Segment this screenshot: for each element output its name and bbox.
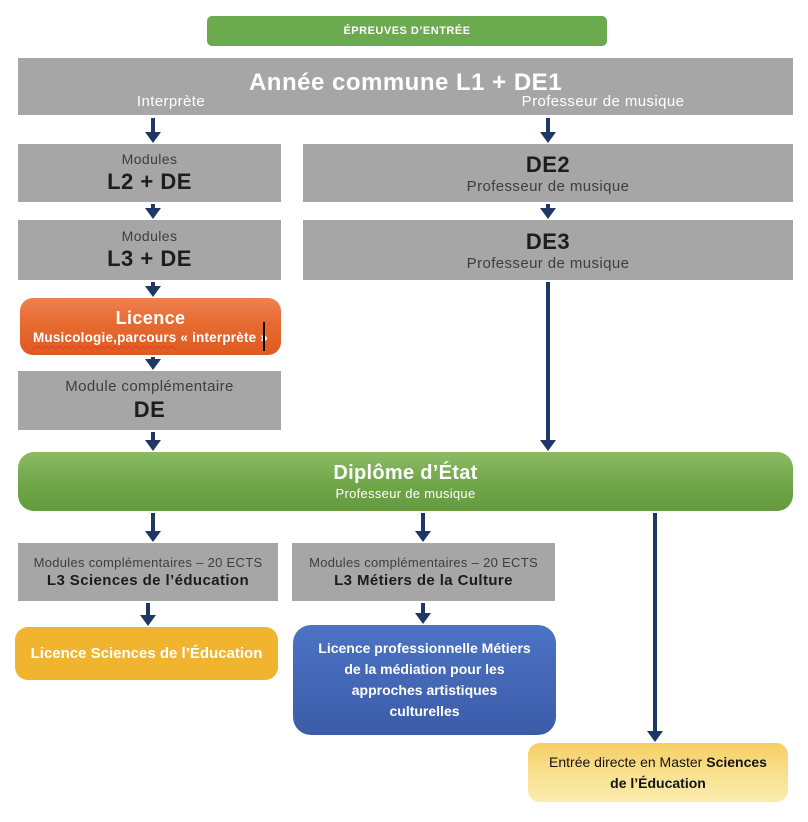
- arrow-ects-right-to-licence-pro: [415, 603, 431, 624]
- arrow-ects-left-to-licence-sciences: [140, 603, 156, 626]
- de2-title: DE2: [525, 151, 571, 177]
- diplome-title: Diplôme d’État: [333, 462, 478, 484]
- modules-l2-de-box: Modules L2 + DE: [18, 144, 281, 202]
- professeur-musique-label: Professeur de musique: [521, 93, 685, 110]
- licence-subtitle-misspelled: Musicologie,parcours: [32, 330, 177, 345]
- diplome-etat-bar: Diplôme d’État Professeur de musique: [18, 452, 793, 511]
- text-cursor: [263, 322, 265, 351]
- master-sciences-education-box: Entrée directe en Master Sciences de l’É…: [528, 743, 788, 802]
- modules-l3-de-box: Modules L3 + DE: [18, 220, 281, 280]
- licence-sciences-text: Licence Sciences de l’Éducation: [31, 645, 263, 662]
- epreuves-entree-banner: ÉPREUVES D’ENTRÉE: [207, 16, 607, 46]
- de3-box: DE3 Professeur de musique: [303, 220, 793, 280]
- arrow-de3-to-diplome: [540, 282, 556, 451]
- arrow-banner-to-de2: [540, 118, 556, 143]
- de2-box: DE2 Professeur de musique: [303, 144, 793, 202]
- licence-title: Licence: [115, 308, 186, 328]
- de2-subtitle: Professeur de musique: [466, 177, 630, 195]
- arrow-de2-to-de3: [540, 204, 556, 219]
- licence-sciences-education-box: Licence Sciences de l’Éducation: [15, 627, 278, 680]
- ects-right-line2: L3 Métiers de la Culture: [334, 572, 513, 589]
- de3-title: DE3: [525, 228, 571, 254]
- licence-subtitle-rest: « interprète »: [176, 330, 269, 345]
- module-comp-line2: DE: [133, 397, 166, 422]
- annee-commune-banner: Année commune L1 + DE1 Interprète Profes…: [18, 58, 793, 115]
- ects-metiers-culture-box: Modules complémentaires – 20 ECTS L3 Mét…: [292, 543, 555, 601]
- master-emphasis: Sciences de l’Éducation: [610, 753, 767, 791]
- arrow-module-comp-to-diplome: [145, 432, 161, 451]
- diplome-subtitle: Professeur de musique: [335, 486, 476, 501]
- arrow-diplome-to-master: [647, 513, 663, 742]
- ects-left-line2: L3 Sciences de l’éducation: [46, 572, 250, 589]
- arrow-diplome-to-ects-left: [145, 513, 161, 542]
- module-complementaire-box: Module complémentaire DE: [18, 371, 281, 430]
- licence-subtitle: Musicologie,parcours « interprète »: [33, 330, 268, 345]
- module-comp-line1: Module complémentaire: [65, 378, 234, 395]
- annee-commune-title: Année commune L1 + DE1: [248, 68, 563, 96]
- modules-l3-line2: L3 + DE: [107, 246, 192, 271]
- ects-sciences-education-box: Modules complémentaires – 20 ECTS L3 Sci…: [18, 543, 278, 601]
- arrow-licence-to-module-comp: [145, 357, 161, 370]
- epreuves-entree-label: ÉPREUVES D’ENTRÉE: [343, 25, 471, 37]
- licence-pro-prefix: Licence professionnelle: [318, 640, 482, 656]
- ects-right-line1: Modules complémentaires – 20 ECTS: [309, 555, 538, 570]
- licence-sciences-prefix: Licence: [30, 645, 91, 662]
- arrow-banner-to-l2: [145, 118, 161, 143]
- ects-left-line1: Modules complémentaires – 20 ECTS: [33, 555, 263, 570]
- licence-musicologie-box[interactable]: Licence Musicologie,parcours « interprèt…: [20, 298, 281, 355]
- interprete-label: Interprète: [136, 93, 206, 110]
- arrow-l3-to-licence: [145, 282, 161, 297]
- master-text: Entrée directe en Master Sciences de l’É…: [546, 752, 770, 794]
- master-prefix: Entrée directe en Master: [549, 753, 707, 770]
- licence-professionnelle-box: Licence professionnelle Métiers de la mé…: [293, 625, 556, 735]
- modules-l2-line2: L2 + DE: [107, 169, 192, 194]
- licence-pro-text: Licence professionnelle Métiers de la mé…: [315, 638, 534, 722]
- modules-l2-line1: Modules: [121, 151, 178, 167]
- de3-subtitle: Professeur de musique: [466, 254, 630, 272]
- licence-sciences-emphasis: Sciences de l’Éducation: [90, 645, 263, 662]
- licence-pro-emphasis: Métiers de la médiation pour les approch…: [344, 640, 531, 719]
- modules-l3-line1: Modules: [121, 228, 178, 244]
- arrow-diplome-to-ects-right: [415, 513, 431, 542]
- arrow-l2-to-l3: [145, 204, 161, 219]
